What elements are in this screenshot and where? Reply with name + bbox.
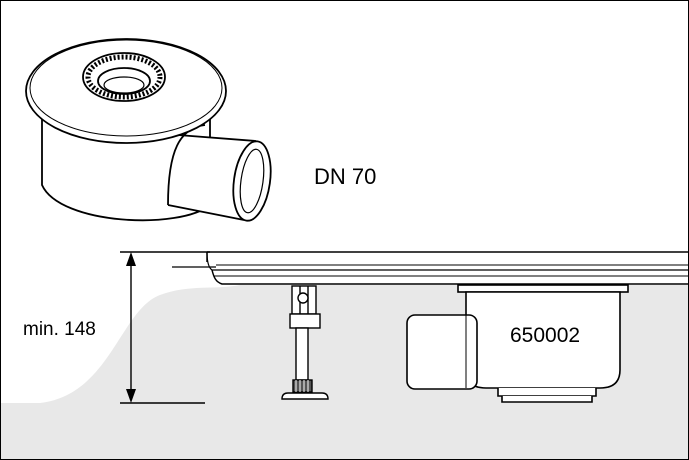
drain-channel: [206, 251, 688, 285]
drain-body-section: [406, 284, 629, 403]
floor-slab: [1, 403, 688, 459]
drain-body-illustration: [25, 38, 272, 222]
part-number-label: 650002: [510, 324, 581, 347]
min-height-label: min. 148: [23, 319, 96, 340]
leveling-foot: [281, 285, 329, 400]
height-dimension: [120, 251, 210, 404]
pipe-size-label: DN 70: [314, 164, 377, 189]
